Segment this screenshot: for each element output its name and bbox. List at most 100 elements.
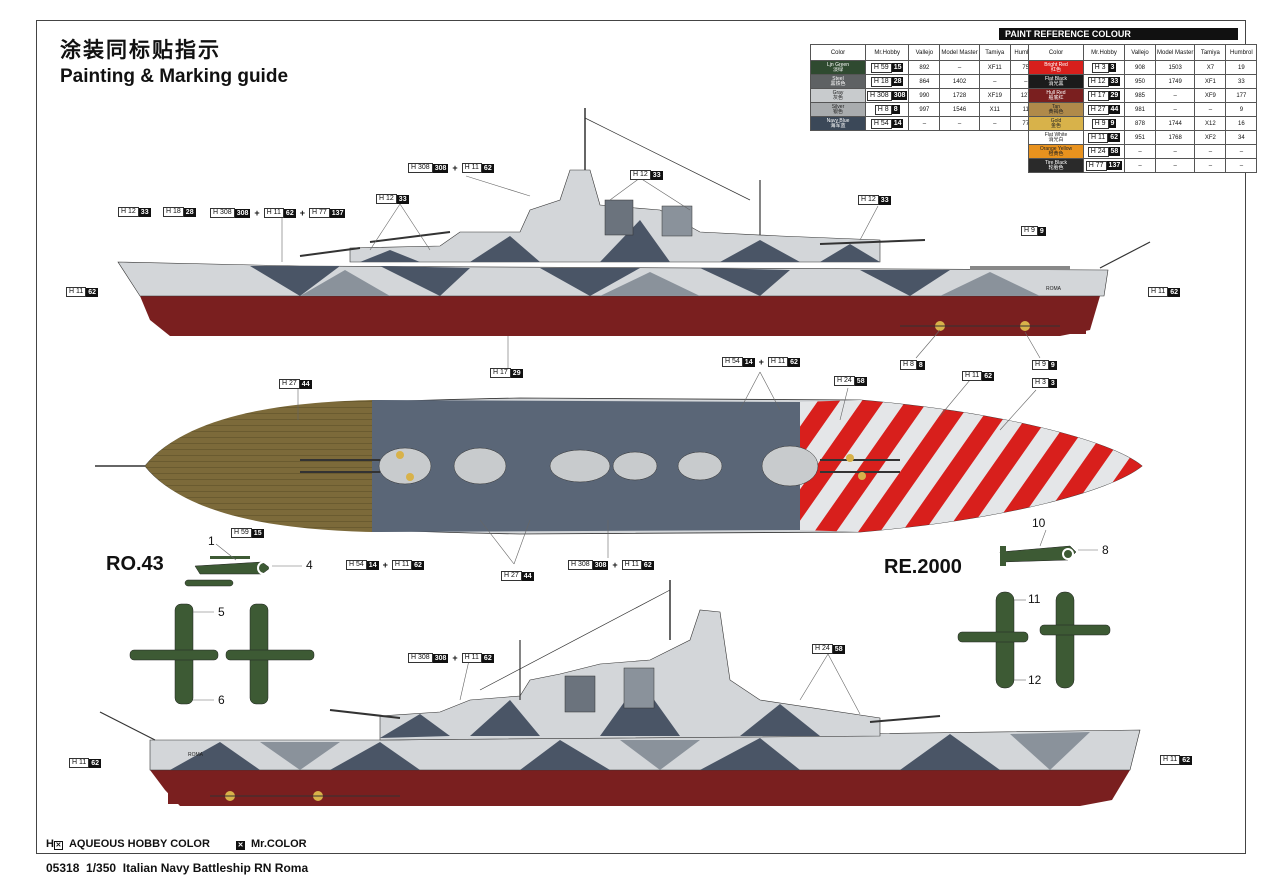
aqueous-code: H 11 <box>263 208 284 218</box>
mrcolor-code: 137 <box>1106 161 1123 170</box>
mrcolor-code: 29 <box>510 368 523 378</box>
aqueous-code: H 24 <box>834 376 855 386</box>
aqueous-code: H 12 <box>1087 76 1109 87</box>
aqueous-code: H 27 <box>279 379 300 389</box>
aqueous-code: H 17 <box>490 368 511 378</box>
paint-table-main: Color Mr.Hobby Vallejo Model Master Tami… <box>810 44 1042 131</box>
side-profile-starboard: ROMA <box>117 108 1151 336</box>
aircraft-name-ro43: RO.43 <box>106 553 164 575</box>
aqueous-code: H 59 <box>870 62 892 73</box>
mrcolor-code: 137 <box>329 208 346 218</box>
aircraft-ro43-plan-top <box>129 603 315 705</box>
mrcolor-code: 62 <box>283 208 296 218</box>
aqueous-code: H 54 <box>722 357 743 367</box>
mrcolor-code: 62 <box>89 758 102 768</box>
plus-sign: + <box>254 208 260 218</box>
ship-name-marking: ROMA <box>1046 286 1062 292</box>
aqueous-code: H 8 <box>874 104 892 115</box>
mrcolor-code: 9 <box>1037 226 1046 236</box>
plus-sign: + <box>382 560 388 570</box>
aqueous-code: H 11 <box>1148 287 1169 297</box>
mrcolor-code: 8 <box>891 105 900 114</box>
mrcolor-code: 62 <box>982 371 995 381</box>
aqueous-code: H 3 <box>1032 378 1049 388</box>
legend-mrcolor: ✕ Mr.COLOR <box>236 838 307 850</box>
humbrol-cell: 9 <box>1225 102 1258 117</box>
paint-table-reference: Color Mr.Hobby Vallejo Model Master Tami… <box>1028 44 1258 173</box>
aqueous-code: H 54 <box>346 560 367 570</box>
kit-number: 05318 <box>46 861 80 875</box>
mrcolor-code: 62 <box>641 560 654 570</box>
aqueous-code: H 308 <box>210 208 235 218</box>
hull-red-underwater <box>140 296 1100 336</box>
mrcolor-code: 14 <box>742 357 755 367</box>
legend-box-icon: ✕ <box>53 841 63 850</box>
kit-scale: 1/350 <box>86 861 117 875</box>
mrcolor-code: 58 <box>832 644 845 654</box>
aqueous-code: H 12 <box>858 195 879 205</box>
part-number: 1 <box>208 534 215 548</box>
mrcolor-code: 58 <box>854 376 867 386</box>
mrcolor-code: 62 <box>788 357 800 367</box>
mrcolor-code: 3 <box>1048 378 1057 388</box>
aqueous-code: H 11 <box>767 357 789 367</box>
aqueous-code: H 18 <box>870 76 892 87</box>
aqueous-code: H 9 <box>1091 118 1109 129</box>
aqueous-code: H 308 <box>867 90 892 101</box>
humbrol-cell: 34 <box>1225 130 1258 145</box>
aircraft-leader-lines <box>193 529 1098 701</box>
part-number: 5 <box>218 605 225 619</box>
aircraft-re2000-plan <box>957 591 1111 689</box>
part-number: 11 <box>1028 592 1041 606</box>
mrcolor-code: 308 <box>234 208 251 218</box>
mrcolor-code: 44 <box>299 379 312 389</box>
mrcolor-code: 9 <box>1108 119 1117 128</box>
part-number: 4 <box>306 558 313 572</box>
mrcolor-code: 44 <box>521 571 534 581</box>
paint-reference-title: PAINT REFERENCE COLOUR <box>999 28 1238 40</box>
mrcolor-code: 62 <box>86 287 99 297</box>
aqueous-code: H 11 <box>69 758 90 768</box>
mrcolor-code: 3 <box>1108 63 1117 72</box>
aqueous-code: H 77 <box>308 208 330 218</box>
aqueous-code: H 308 <box>408 163 433 173</box>
legend-filled-box-icon: ✕ <box>236 841 245 850</box>
sheet-border <box>36 20 1246 854</box>
aqueous-code: H 11 <box>621 560 642 570</box>
mrcolor-code: 44 <box>1108 105 1121 114</box>
plus-sign: + <box>758 357 764 367</box>
legend-mrcolor-label: Mr.COLOR <box>251 838 307 850</box>
plus-sign: + <box>612 560 618 570</box>
mrcolor-code: 29 <box>1108 91 1121 100</box>
mrcolor-code: 62 <box>412 560 424 570</box>
ship-name-marking: ROMA <box>188 752 204 758</box>
mrcolor-code: 33 <box>650 170 663 180</box>
mrcolor-code: 8 <box>916 360 925 370</box>
mrcolor-code: 15 <box>251 528 264 538</box>
title-chinese: 涂装同标贴指示 <box>60 38 221 62</box>
